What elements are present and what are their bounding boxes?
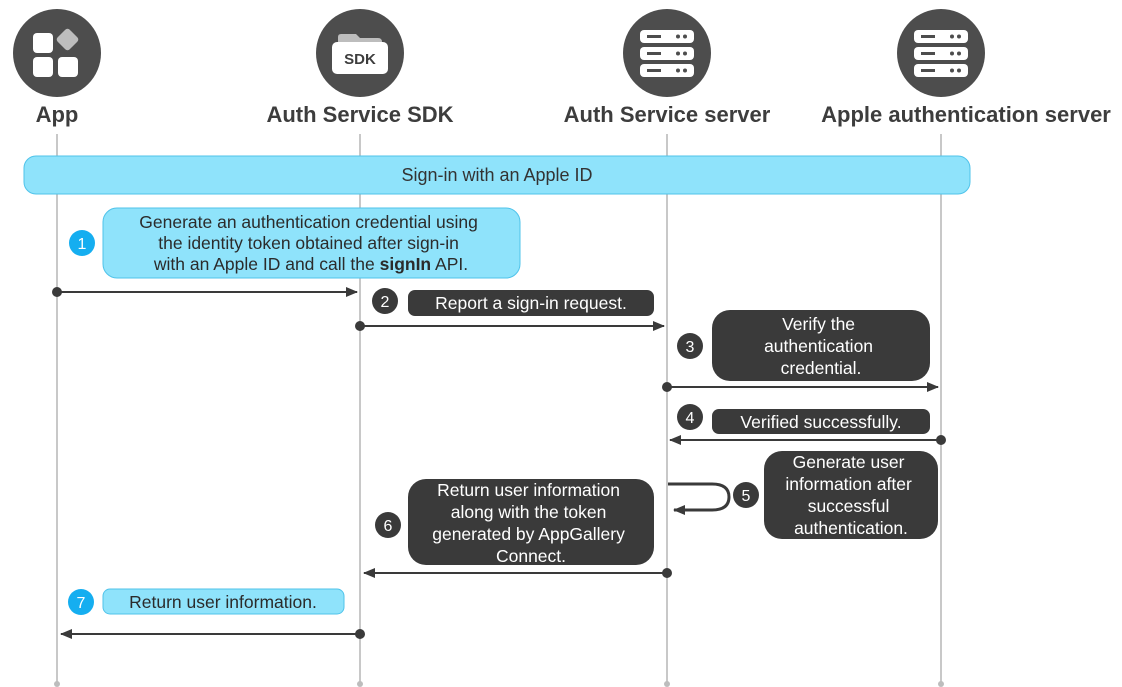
step-note-line: Connect. xyxy=(496,546,566,566)
message-start-dot xyxy=(355,629,365,639)
step-number-badge xyxy=(733,482,759,508)
step-note-line: authentication xyxy=(764,336,873,356)
step-note-code: signIn xyxy=(380,254,432,274)
phase-label: Sign-in with an Apple ID xyxy=(401,165,592,185)
step-4: 4 Verified successfully. xyxy=(677,404,930,434)
step-note-line: with an Apple ID and call the xyxy=(153,254,380,274)
step-note xyxy=(102,207,521,279)
step-6: 6 Return user information along with the… xyxy=(375,479,654,566)
step-5: 5 Generate user information after succes… xyxy=(733,451,938,539)
actor-label-apple: Apple authentication server xyxy=(821,102,1111,127)
server-rack-icon xyxy=(623,9,711,97)
step-number: 3 xyxy=(686,339,695,356)
step-note-text: Verified successfully. xyxy=(740,412,901,432)
lifeline-end-dot xyxy=(357,681,363,687)
step-note xyxy=(712,409,930,434)
step-note-text: Report a sign-in request. xyxy=(435,293,627,313)
app-grid-icon xyxy=(13,9,101,97)
server-rack-icon xyxy=(897,9,985,97)
step-number-badge xyxy=(677,404,703,430)
step-number: 4 xyxy=(686,410,695,427)
message-start-dot xyxy=(936,435,946,445)
step-note xyxy=(764,451,938,539)
actor-label-sdk: Auth Service SDK xyxy=(266,102,453,127)
sdk-icon-label: SDK xyxy=(344,51,376,68)
phase-banner: Sign-in with an Apple ID xyxy=(23,155,971,195)
self-call-arrow-5 xyxy=(668,482,731,515)
step-note-text: Generate user information after successf… xyxy=(785,452,916,538)
step-note-line: Generate an authentication credential us… xyxy=(139,212,478,232)
step-note-line: along with the token xyxy=(451,502,607,522)
step-3: 3 Verify the authentication credential. xyxy=(677,310,930,381)
step-number: 5 xyxy=(742,488,751,505)
step-note-line: credential. xyxy=(781,358,862,378)
sdk-folder-icon: SDK xyxy=(316,9,404,97)
step-2: 2 Report a sign-in request. xyxy=(372,288,654,316)
step-1: 1 Generate an authentication credential … xyxy=(69,207,521,279)
step-note xyxy=(712,310,930,381)
step-note-text: Verify the authentication credential. xyxy=(764,314,878,378)
actor-label-app: App xyxy=(36,102,79,127)
step-number-badge xyxy=(375,512,401,538)
message-start-dot xyxy=(662,382,672,392)
step-note-line: authentication. xyxy=(794,518,908,538)
step-note-line: Return user information xyxy=(437,480,620,500)
step-number: 1 xyxy=(78,236,87,253)
step-number: 7 xyxy=(77,595,86,612)
step-number: 2 xyxy=(381,294,390,311)
step-note-text: Generate an authentication credential us… xyxy=(139,212,482,274)
step-note-line: successful xyxy=(808,496,890,516)
message-start-dot xyxy=(52,287,62,297)
step-7: 7 Return user information. xyxy=(68,588,345,615)
step-number-badge xyxy=(677,333,703,359)
step-note-line: information after xyxy=(785,474,912,494)
step-note-line: the identity token obtained after sign-i… xyxy=(158,233,459,253)
step-note xyxy=(102,588,345,615)
step-number: 6 xyxy=(384,518,393,535)
step-note-line: Verify the xyxy=(782,314,855,334)
step-number-badge xyxy=(372,288,398,314)
step-number-badge xyxy=(68,589,94,615)
step-number-badge xyxy=(69,230,95,256)
message-start-dot xyxy=(662,568,672,578)
step-note-text: Return user information. xyxy=(129,592,317,612)
step-note xyxy=(408,290,654,316)
step-note-line: generated by AppGallery xyxy=(432,524,625,544)
lifeline-end-dot xyxy=(54,681,60,687)
step-note-line: API. xyxy=(431,254,468,274)
step-note xyxy=(408,479,654,565)
lifeline-end-dot xyxy=(938,681,944,687)
step-note-text: Return user information along with the t… xyxy=(432,480,630,566)
actor-label-server: Auth Service server xyxy=(564,102,771,127)
step-note-line: Generate user xyxy=(793,452,905,472)
lifeline-end-dot xyxy=(664,681,670,687)
message-start-dot xyxy=(355,321,365,331)
